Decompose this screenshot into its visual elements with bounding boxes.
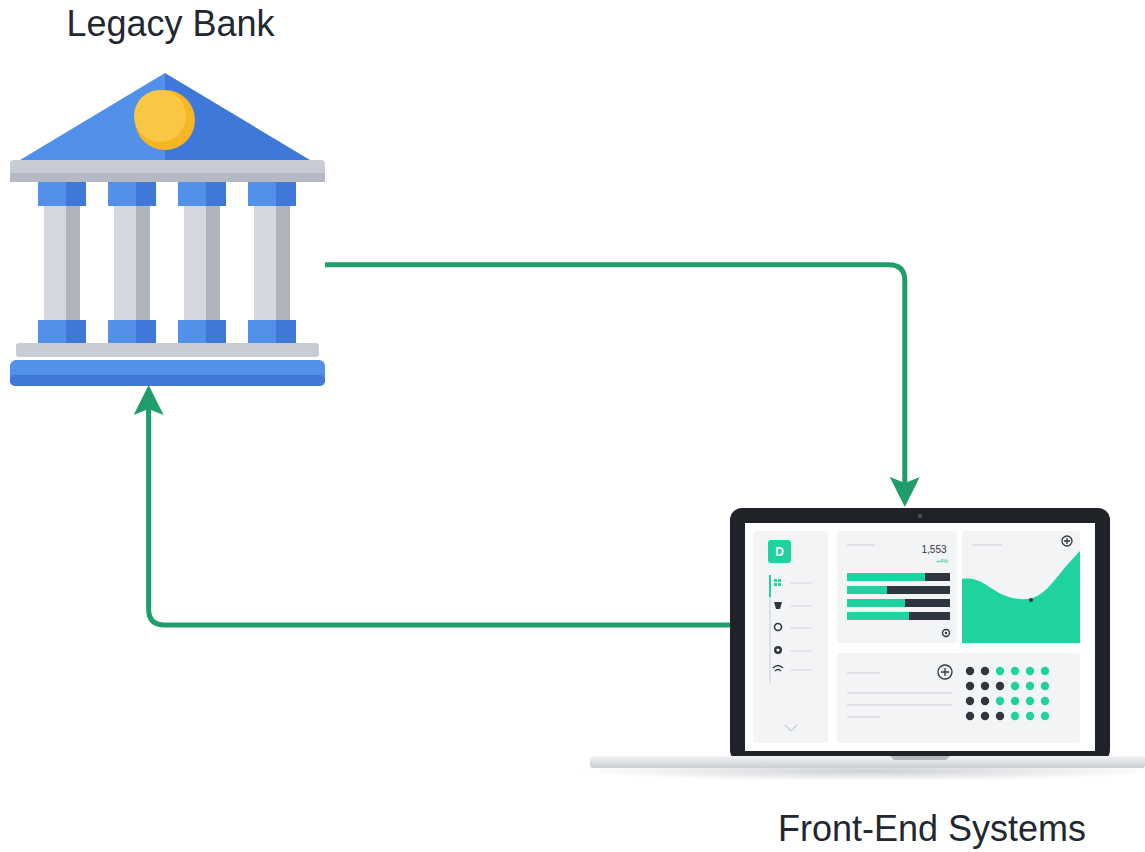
- node-heading: Legacy Bank: [66, 3, 274, 44]
- laptop-node: Front-End SystemsD1,553+4%: [730, 505, 1110, 763]
- node-heading: Front-End Systems: [778, 808, 1086, 849]
- flow-arrow: [325, 265, 905, 502]
- stat-change: +4%: [936, 558, 948, 564]
- stat-number: 1,553: [921, 545, 946, 555]
- bank-node: Legacy Bank: [10, 65, 325, 387]
- flow-arrow: [149, 390, 730, 625]
- avatar-letter: D: [775, 546, 784, 558]
- laptop-illustration: [730, 505, 1110, 763]
- bank-illustration: [10, 65, 325, 387]
